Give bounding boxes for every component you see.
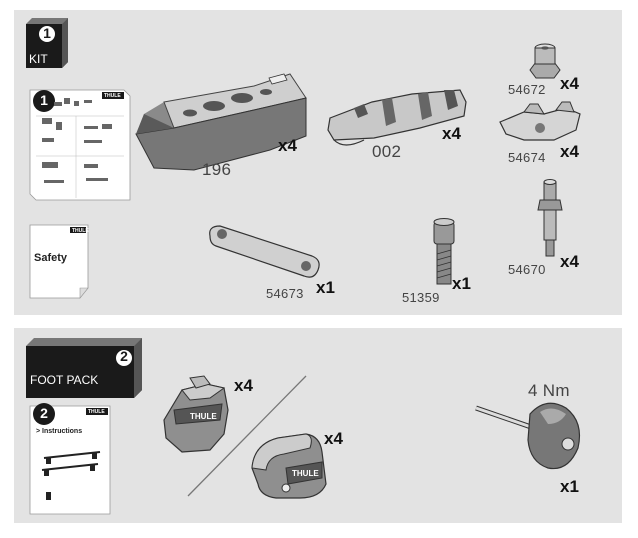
kit-manual-illustration xyxy=(29,89,131,201)
item-54673-code: 54673 xyxy=(266,286,304,301)
foot-pack-number: 2 xyxy=(120,348,128,364)
kit-panel: 1 KIT 1 THULE Safety THULE 196 x4 002 x4… xyxy=(14,10,622,315)
foot-pack-manual-illustration xyxy=(29,403,111,515)
kit-safety-booklet-illustration xyxy=(29,224,89,299)
plate-54673-illustration xyxy=(209,225,320,278)
clip-54674-illustration xyxy=(499,101,581,141)
foot-b-qty: x4 xyxy=(324,429,343,448)
foot-divider-line xyxy=(187,375,307,497)
kit-title: KIT xyxy=(29,52,48,66)
kit-manual-brand: THULE xyxy=(104,93,121,99)
foot-pack-manual-label: > Instructions xyxy=(36,428,83,435)
foot-a-illustration xyxy=(163,375,229,453)
foot-a-brand: THULE xyxy=(190,412,217,421)
safety-label: Safety xyxy=(34,252,68,264)
item-196-qty: x4 xyxy=(278,136,297,155)
item-196-code: 196 xyxy=(202,160,232,179)
foot-pack-manual-number: 2 xyxy=(40,405,48,421)
kit-manual-number: 1 xyxy=(40,92,48,108)
nut-54672-illustration xyxy=(529,43,561,79)
item-54674-code: 54674 xyxy=(508,150,546,165)
bracket-002-illustration xyxy=(327,89,467,146)
foot-a-qty: x4 xyxy=(234,376,253,395)
safety-brand: THULE xyxy=(72,228,89,234)
base-196-illustration xyxy=(135,73,307,171)
foot-b-illustration xyxy=(251,433,327,499)
item-54673-qty: x1 xyxy=(316,278,335,297)
kit-illustrations xyxy=(26,18,581,299)
item-002-qty: x4 xyxy=(442,124,461,143)
item-54674-qty: x4 xyxy=(560,142,579,161)
tool-qty: x1 xyxy=(560,477,579,496)
stud-54670-illustration xyxy=(537,179,563,257)
item-54672-code: 54672 xyxy=(508,82,546,97)
foot-pack-header-box xyxy=(26,338,142,398)
foot-pack-illustrations xyxy=(26,338,581,515)
item-51359-code: 51359 xyxy=(402,290,440,305)
item-54670-code: 54670 xyxy=(508,262,546,277)
item-54672-qty: x4 xyxy=(560,74,579,93)
torque-value: 4 Nm xyxy=(528,381,570,400)
bolt-51359-illustration xyxy=(433,218,455,285)
foot-pack-manual-brand: THULE xyxy=(88,409,105,415)
foot-b-brand: THULE xyxy=(292,469,319,478)
item-002-code: 002 xyxy=(372,142,402,161)
kit-header-box xyxy=(26,18,68,68)
torque-tool-illustration xyxy=(475,402,581,470)
foot-pack-title: FOOT PACK xyxy=(30,373,99,387)
item-51359-qty: x1 xyxy=(452,274,471,293)
kit-number: 1 xyxy=(43,25,51,41)
item-54670-qty: x4 xyxy=(560,252,579,271)
foot-pack-panel: 2 FOOT PACK 2 THULE > Instructions x4 x4… xyxy=(14,328,622,523)
